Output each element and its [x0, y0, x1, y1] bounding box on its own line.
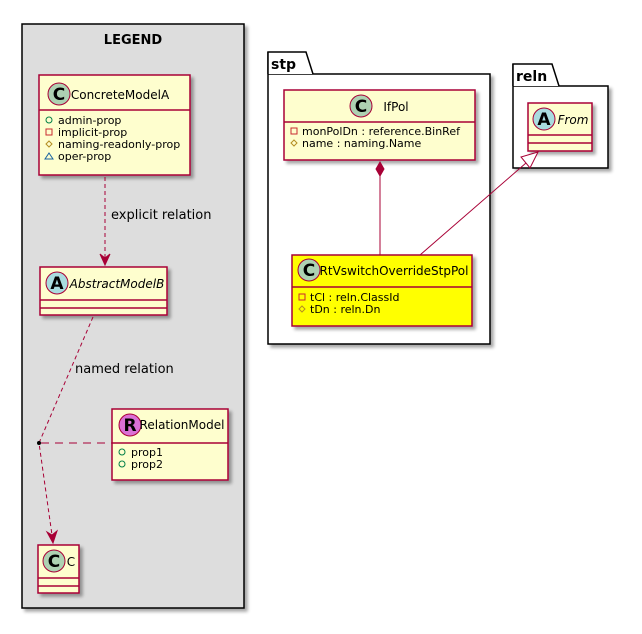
- attribute: name : naming.Name: [302, 137, 422, 150]
- class-name: IfPol: [383, 100, 408, 114]
- public-visibility-icon: [118, 448, 126, 456]
- class-name: AbstractModelB: [69, 277, 165, 291]
- class-name: From: [558, 113, 589, 127]
- abstract-a-icon: [45, 271, 69, 295]
- explicit-relation-label: explicit relation: [111, 208, 211, 223]
- class-name: RelationModel: [140, 418, 225, 432]
- class-ifpol[interactable]: C IfPol monPolDn : reference.BinRef name…: [283, 89, 476, 161]
- class-c[interactable]: C C: [37, 544, 80, 594]
- inheritance-link: [419, 151, 539, 256]
- private-visibility-icon: [45, 128, 53, 136]
- private-visibility-icon: [298, 293, 306, 301]
- abstract-a-icon: [532, 107, 556, 131]
- protected-visibility-icon: [298, 305, 306, 313]
- named-relation-label: named relation: [75, 362, 174, 377]
- legend-title: LEGEND: [104, 33, 163, 48]
- class-relation-model[interactable]: R RelationModel prop1 prop2: [111, 408, 229, 481]
- named-relation-arrow: named relation: [37, 316, 174, 545]
- package-title: stp: [271, 57, 296, 73]
- class-c-icon: [349, 94, 373, 118]
- stereotype-letter: C: [303, 261, 315, 281]
- attribute: oper-prop: [58, 150, 111, 163]
- stereotype-letter: C: [48, 552, 60, 572]
- private-visibility-icon: [290, 127, 298, 135]
- class-c-icon: [47, 82, 71, 106]
- public-visibility-icon: [45, 116, 53, 124]
- package-visibility-icon: [44, 152, 54, 160]
- class-name: ConcreteModelA: [71, 88, 170, 102]
- stereotype-letter: A: [537, 110, 551, 130]
- class-from[interactable]: A From: [527, 102, 593, 152]
- attribute: tCl : reln.ClassId: [310, 291, 400, 304]
- package-title: reln: [516, 69, 547, 85]
- relation-junction-dot: [37, 441, 41, 445]
- class-name: C: [67, 555, 75, 569]
- attribute: monPolDn : reference.BinRef: [302, 125, 461, 138]
- attribute: naming-readonly-prop: [58, 138, 180, 151]
- attribute: prop1: [131, 446, 163, 459]
- class-concrete-model-a[interactable]: C ConcreteModelA admin-prop implicit-pro…: [38, 74, 191, 176]
- class-rtvswitch-override-stp-pol[interactable]: C RtVswitchOverrideStpPol tCl : reln.Cla…: [291, 254, 473, 327]
- class-name: RtVswitchOverrideStpPol: [320, 264, 469, 278]
- attribute: tDn : reln.Dn: [310, 303, 380, 316]
- stereotype-letter: R: [123, 416, 136, 436]
- stereotype-letter: C: [53, 85, 65, 105]
- class-abstract-model-b[interactable]: A AbstractModelB: [39, 266, 168, 316]
- attribute: prop2: [131, 458, 163, 471]
- attribute: implicit-prop: [58, 126, 127, 139]
- protected-visibility-icon: [45, 140, 53, 148]
- stereotype-letter: A: [50, 274, 64, 294]
- explicit-relation-arrow: explicit relation: [99, 177, 211, 267]
- protected-visibility-icon: [290, 139, 298, 147]
- class-c-icon: [42, 549, 66, 573]
- relation-r-icon: [118, 413, 142, 437]
- attribute: admin-prop: [58, 114, 121, 127]
- public-visibility-icon: [118, 460, 126, 468]
- inheritance-triangle-icon: [520, 151, 539, 169]
- class-c-icon: [297, 258, 321, 282]
- stereotype-letter: C: [355, 97, 367, 117]
- composition-link: [375, 160, 385, 255]
